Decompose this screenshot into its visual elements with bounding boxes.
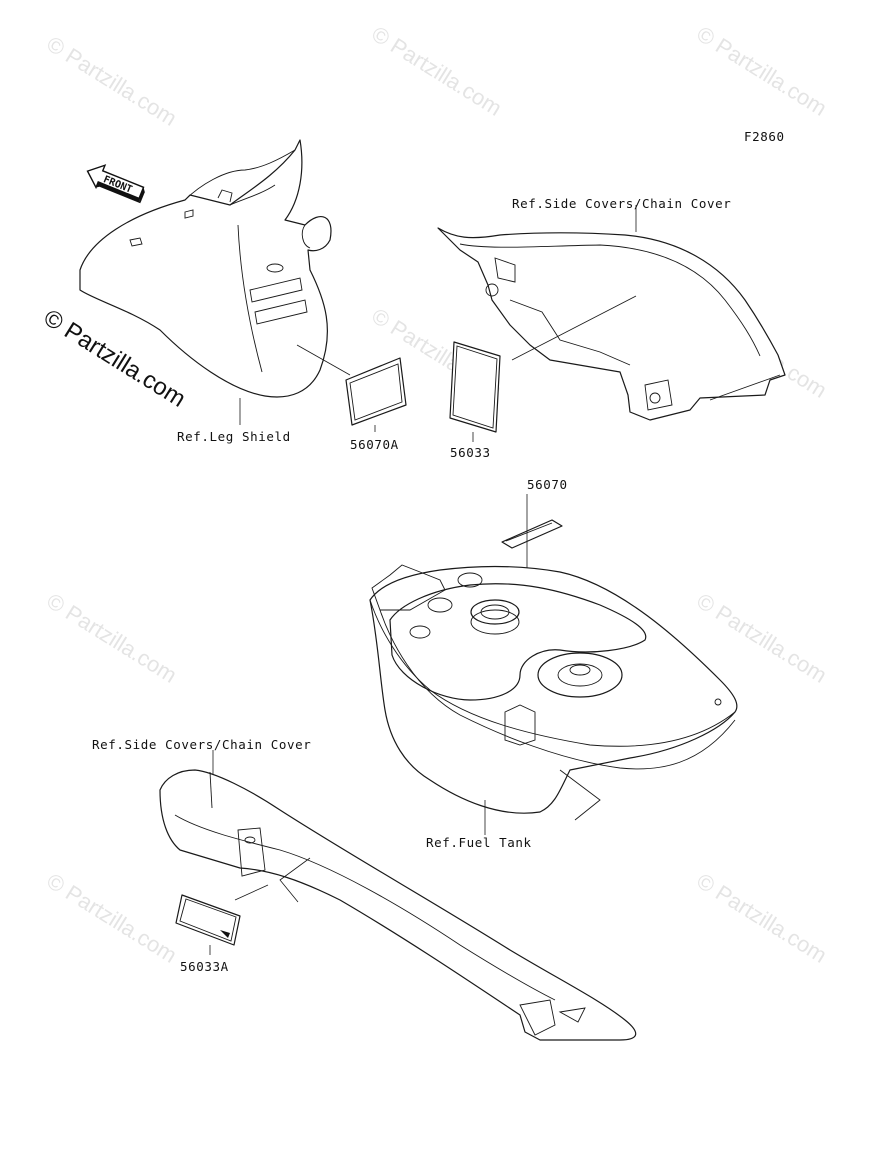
watermark: © Partzilla.com <box>42 31 181 131</box>
label-leg-shield: Ref.Leg Shield <box>177 429 291 444</box>
watermark: © Partzilla.com <box>367 21 506 121</box>
watermark: © Partzilla.com <box>42 588 181 688</box>
label-fuel-tank: Ref.Fuel Tank <box>426 835 532 850</box>
part-number-56033A: 56033A <box>180 959 229 974</box>
part-number-56033: 56033 <box>450 445 491 460</box>
watermark: © Partzilla.com <box>42 868 181 968</box>
watermarks: © Partzilla.com © Partzilla.com © Partzi… <box>39 21 832 968</box>
watermark: © Partzilla.com <box>692 21 831 121</box>
watermark: © Partzilla.com <box>692 868 831 968</box>
leg-shield <box>79 139 351 425</box>
label-side-covers-top: Ref.Side Covers/Chain Cover <box>512 196 731 211</box>
side-cover-top <box>437 205 786 421</box>
front-arrow-icon: FRONT <box>86 164 145 204</box>
decal-56033 <box>449 341 501 442</box>
chain-cover <box>159 750 637 1041</box>
decal-56070A <box>345 357 407 432</box>
part-number-56070: 56070 <box>527 477 568 492</box>
decal-56033A <box>175 894 241 955</box>
fuel-tank <box>369 564 738 835</box>
figure-code: F2860 <box>744 129 785 144</box>
part-number-56070A: 56070A <box>350 437 399 452</box>
label-side-covers-bottom: Ref.Side Covers/Chain Cover <box>92 737 311 752</box>
